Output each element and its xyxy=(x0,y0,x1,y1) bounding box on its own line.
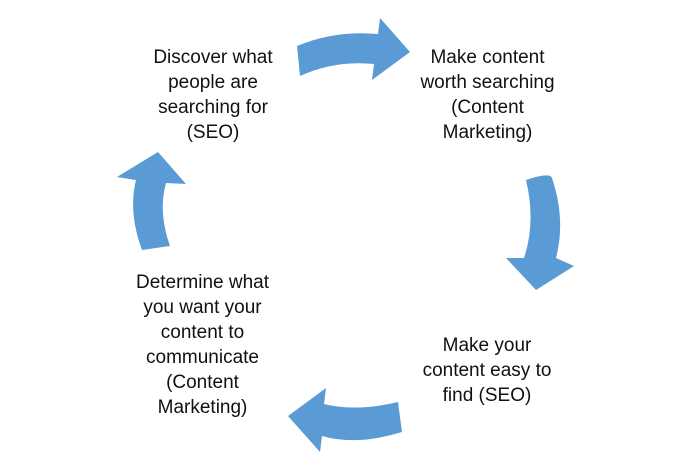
text-line: (SEO) xyxy=(186,122,240,143)
text-line: (Content xyxy=(451,97,524,118)
text-line: content easy to xyxy=(422,360,552,381)
text-line: you want your xyxy=(143,297,262,318)
text-line: (Content xyxy=(166,372,239,393)
text-line: Make content xyxy=(430,47,545,68)
text-line: Determine what xyxy=(135,272,270,293)
text-line: searching for xyxy=(158,97,268,118)
text-line: Marketing) xyxy=(157,397,248,418)
text-line: Marketing) xyxy=(442,122,533,143)
step-determine-text: Determine what you want your content to … xyxy=(120,270,285,420)
step-make-worth-text: Make content worth searching (Content Ma… xyxy=(405,45,570,145)
arrow-up-icon xyxy=(117,152,186,250)
text-line: worth searching xyxy=(420,72,555,93)
arrow-left-icon xyxy=(288,388,402,452)
arrow-right-icon xyxy=(297,18,410,80)
text-line: find (SEO) xyxy=(442,385,532,406)
step-easy-find-text: Make your content easy to find (SEO) xyxy=(402,333,572,408)
text-line: content to xyxy=(160,322,245,343)
step-discover-text: Discover what people are searching for (… xyxy=(128,45,298,145)
text-line: Discover what xyxy=(153,47,273,68)
text-line: people are xyxy=(168,72,258,93)
arrow-down-icon xyxy=(506,175,574,290)
text-line: communicate xyxy=(146,347,259,368)
text-line: Make your xyxy=(442,335,532,356)
